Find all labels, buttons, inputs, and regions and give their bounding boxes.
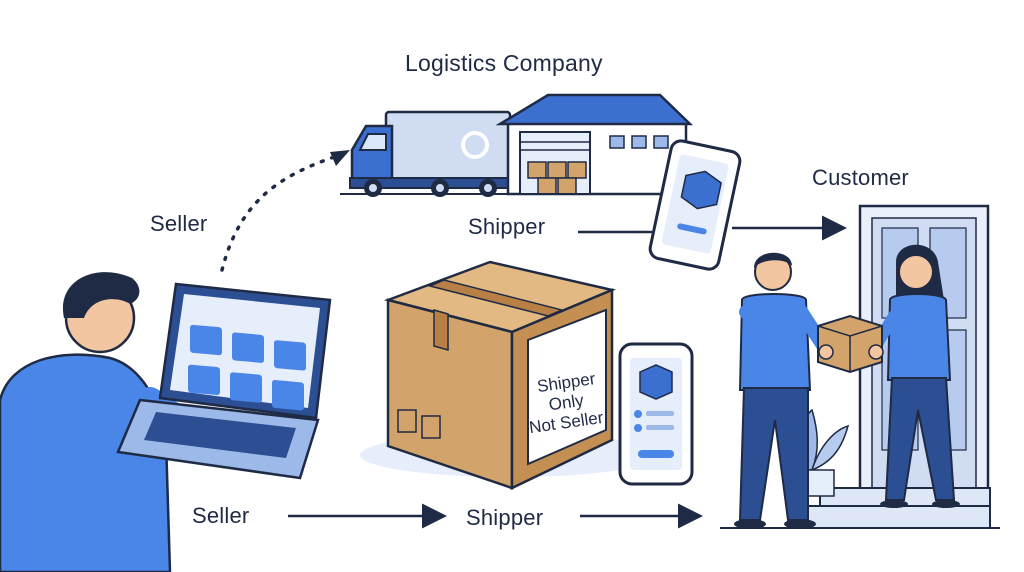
truck-icon xyxy=(349,110,515,197)
warehouse-icon xyxy=(340,93,700,196)
seller-label-bottom: Seller xyxy=(192,503,250,528)
phone-icon-top xyxy=(648,139,742,271)
delivery-person xyxy=(734,252,837,529)
customer-label: Customer xyxy=(812,165,909,190)
shipper-label-middle: Shipper xyxy=(468,214,546,239)
cardboard-box-icon xyxy=(360,260,660,490)
logistics-company-title: Logistics Company xyxy=(405,50,603,76)
seller-label-top: Seller xyxy=(150,211,208,236)
customer-person xyxy=(866,244,960,508)
dotted-arrow-seller-to-logistics xyxy=(220,153,342,272)
box-label-line2: Only xyxy=(548,391,586,415)
phone-icon-bottom xyxy=(618,342,694,486)
shipper-label-bottom: Shipper xyxy=(466,505,544,530)
handed-package-icon xyxy=(817,314,884,374)
laptop-icon xyxy=(116,282,332,480)
